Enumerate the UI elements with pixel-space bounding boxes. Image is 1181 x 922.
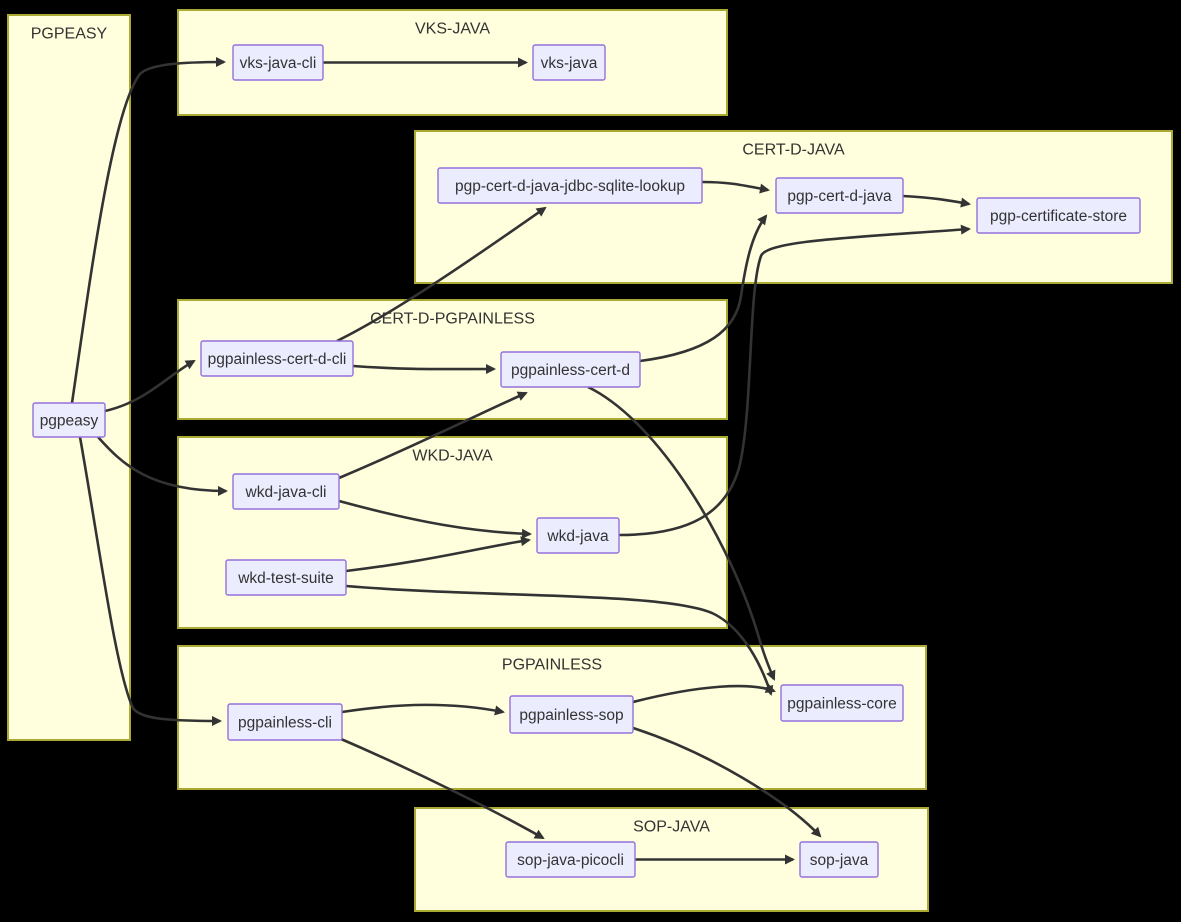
cluster-pgpeasy-group: PGPEASY <box>7 14 131 741</box>
node-box-pgpainless-core <box>780 684 904 722</box>
node-box-pgp-cert-d-java-jdbc-sqlite-lookup <box>437 167 703 204</box>
node-label-pgpainless-cert-d-cli: pgpainless-cert-d-cli <box>208 351 347 368</box>
cluster-box-wkd-java-group <box>177 436 728 629</box>
edge-pgpeasy--vks-java-cli <box>70 57 226 404</box>
node-label-vks-java-cli: vks-java-cli <box>240 55 317 72</box>
edge-pgpeasy--pgpainless-cert-d-cli <box>104 359 196 413</box>
node-box-wkd-java-cli <box>232 473 340 510</box>
node-label-pgpainless-cli: pgpainless-cli <box>238 715 332 732</box>
node-pgpainless-core: pgpainless-core <box>780 684 904 722</box>
node-label-wkd-java-cli: wkd-java-cli <box>245 484 327 501</box>
edge-pgpainless-cert-d--pgp-cert-d-java <box>639 214 768 363</box>
cluster-wkd-java-group: WKD-JAVA <box>177 436 728 629</box>
node-label-pgpeasy: pgpeasy <box>40 413 99 430</box>
edge-pgpainless-cli--sop-java-picocli <box>340 737 545 840</box>
node-box-pgpeasy <box>32 402 106 438</box>
node-label-pgp-cert-d-java: pgp-cert-d-java <box>787 188 892 205</box>
cluster-title-pgpeasy-group: PGPEASY <box>31 26 108 43</box>
node-box-pgpainless-cert-d-cli <box>200 340 354 377</box>
node-box-vks-java <box>532 44 606 81</box>
cluster-title-vks-java-group: VKS-JAVA <box>415 21 490 38</box>
node-pgpainless-sop: pgpainless-sop <box>509 695 634 734</box>
cluster-title-sop-java-group: SOP-JAVA <box>633 819 710 836</box>
cluster-title-cert-d-pgpainless-group: CERT-D-PGPAINLESS <box>370 311 535 328</box>
node-label-pgpainless-cert-d: pgpainless-cert-d <box>511 362 630 379</box>
node-box-pgpainless-sop <box>509 695 634 734</box>
node-box-wkd-test-suite <box>225 559 347 596</box>
node-label-pgp-cert-d-java-jdbc-sqlite-lookup: pgp-cert-d-java-jdbc-sqlite-lookup <box>455 178 685 195</box>
node-label-wkd-java: wkd-java <box>546 528 609 545</box>
node-label-sop-java-picocli: sop-java-picocli <box>517 852 624 869</box>
node-box-wkd-java <box>536 517 620 554</box>
node-label-sop-java: sop-java <box>810 852 869 869</box>
edge-pgpainless-sop--pgpainless-core <box>632 683 776 704</box>
node-pgpainless-cli: pgpainless-cli <box>227 703 343 741</box>
node-label-pgpainless-core: pgpainless-core <box>787 696 896 713</box>
node-box-sop-java <box>799 841 879 878</box>
node-pgp-cert-d-java-jdbc-sqlite-lookup: pgp-cert-d-java-jdbc-sqlite-lookup <box>437 167 703 204</box>
edge-wkd-java-cli--wkd-java <box>338 499 532 539</box>
node-wkd-test-suite: wkd-test-suite <box>225 559 347 596</box>
edge-wkd-java--pgp-certificate-store <box>618 224 971 537</box>
edge-pgpainless-sop--sop-java <box>632 726 822 838</box>
node-box-pgpainless-cert-d <box>500 351 641 388</box>
node-pgpeasy: pgpeasy <box>32 402 106 438</box>
cluster-title-wkd-java-group: WKD-JAVA <box>412 448 493 465</box>
edge-pgpainless-cert-d-cli--pgpainless-cert-d <box>352 364 496 375</box>
node-pgpainless-cert-d-cli: pgpainless-cert-d-cli <box>200 340 354 377</box>
edge-pgpeasy--wkd-java-cli <box>97 436 228 496</box>
node-sop-java: sop-java <box>799 841 879 878</box>
node-box-pgp-certificate-store <box>976 197 1141 234</box>
node-vks-java-cli: vks-java-cli <box>232 44 324 81</box>
node-label-pgpainless-sop: pgpainless-sop <box>519 707 623 724</box>
node-sop-java-picocli: sop-java-picocli <box>505 841 636 878</box>
node-pgp-certificate-store: pgp-certificate-store <box>976 197 1141 234</box>
node-box-vks-java-cli <box>232 44 324 81</box>
node-pgp-cert-d-java: pgp-cert-d-java <box>775 177 904 214</box>
cluster-title-cert-d-java-group: CERT-D-JAVA <box>742 142 845 159</box>
edge-pgpainless-cert-d--pgpainless-core <box>587 385 776 681</box>
node-wkd-java: wkd-java <box>536 517 620 554</box>
node-box-pgpainless-cli <box>227 703 343 741</box>
node-label-wkd-test-suite: wkd-test-suite <box>237 570 334 587</box>
edge-wkd-test-suite--pgpainless-core <box>345 584 774 696</box>
node-pgpainless-cert-d: pgpainless-cert-d <box>500 351 641 388</box>
edge-wkd-test-suite--wkd-java <box>345 536 531 573</box>
node-label-pgp-certificate-store: pgp-certificate-store <box>990 208 1127 225</box>
edge-pgpainless-cli--pgpainless-sop <box>341 703 505 716</box>
node-wkd-java-cli: wkd-java-cli <box>232 473 340 510</box>
edge-pgpeasy--pgpainless-cli <box>78 436 222 726</box>
edge-pgpainless-cert-d-cli--pgp-cert-d-java-jdbc-sqlite-lookup <box>336 206 547 343</box>
node-label-vks-java: vks-java <box>541 55 598 72</box>
cluster-box-pgpeasy-group <box>7 14 131 741</box>
node-box-pgp-cert-d-java <box>775 177 904 214</box>
cluster-title-pgpainless-group: PGPAINLESS <box>502 657 602 674</box>
node-box-sop-java-picocli <box>505 841 636 878</box>
node-vks-java: vks-java <box>532 44 606 81</box>
edge-pgp-cert-d-java-jdbc-sqlite-lookup--pgp-cert-d-java <box>701 180 770 194</box>
edge-pgp-cert-d-java--pgp-certificate-store <box>902 194 971 208</box>
edge-wkd-java-cli--pgpainless-cert-d <box>338 391 528 480</box>
